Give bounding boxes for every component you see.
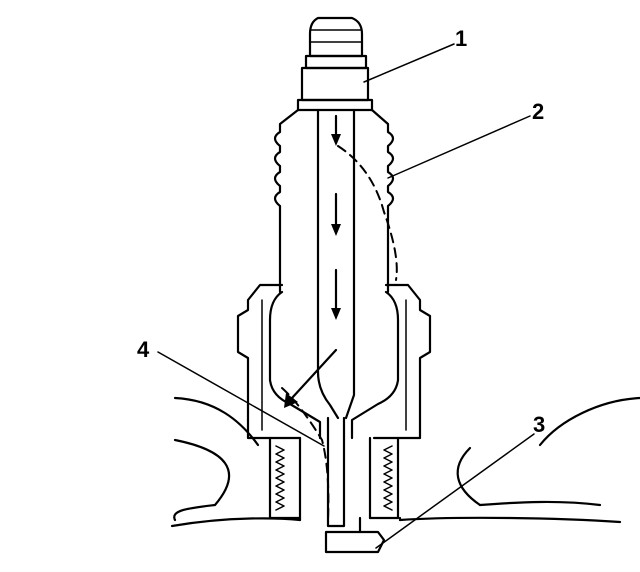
callout-4: 4 [137,337,150,362]
leader-line-2 [387,115,531,179]
ground-electrode [324,516,386,554]
arrow-head [331,134,341,146]
leader-line-4 [157,351,325,447]
leader-lines [157,43,535,549]
terminal [296,16,374,112]
leader-line-1 [363,43,455,83]
callout-1: 1 [455,26,467,51]
callout-3: 3 [533,412,545,437]
arrow-head [331,308,341,320]
heat-path-dashed [281,145,398,521]
callout-2: 2 [532,99,544,124]
insulator [273,108,395,420]
center-electrode [326,416,346,528]
arrow-head [331,224,341,236]
arrow-head [284,393,298,408]
thread-section [268,436,400,520]
leader-line-3 [375,433,535,549]
heat-flow-arrows [284,114,341,408]
cylinder-head [170,396,640,528]
shell-hex [236,283,432,440]
